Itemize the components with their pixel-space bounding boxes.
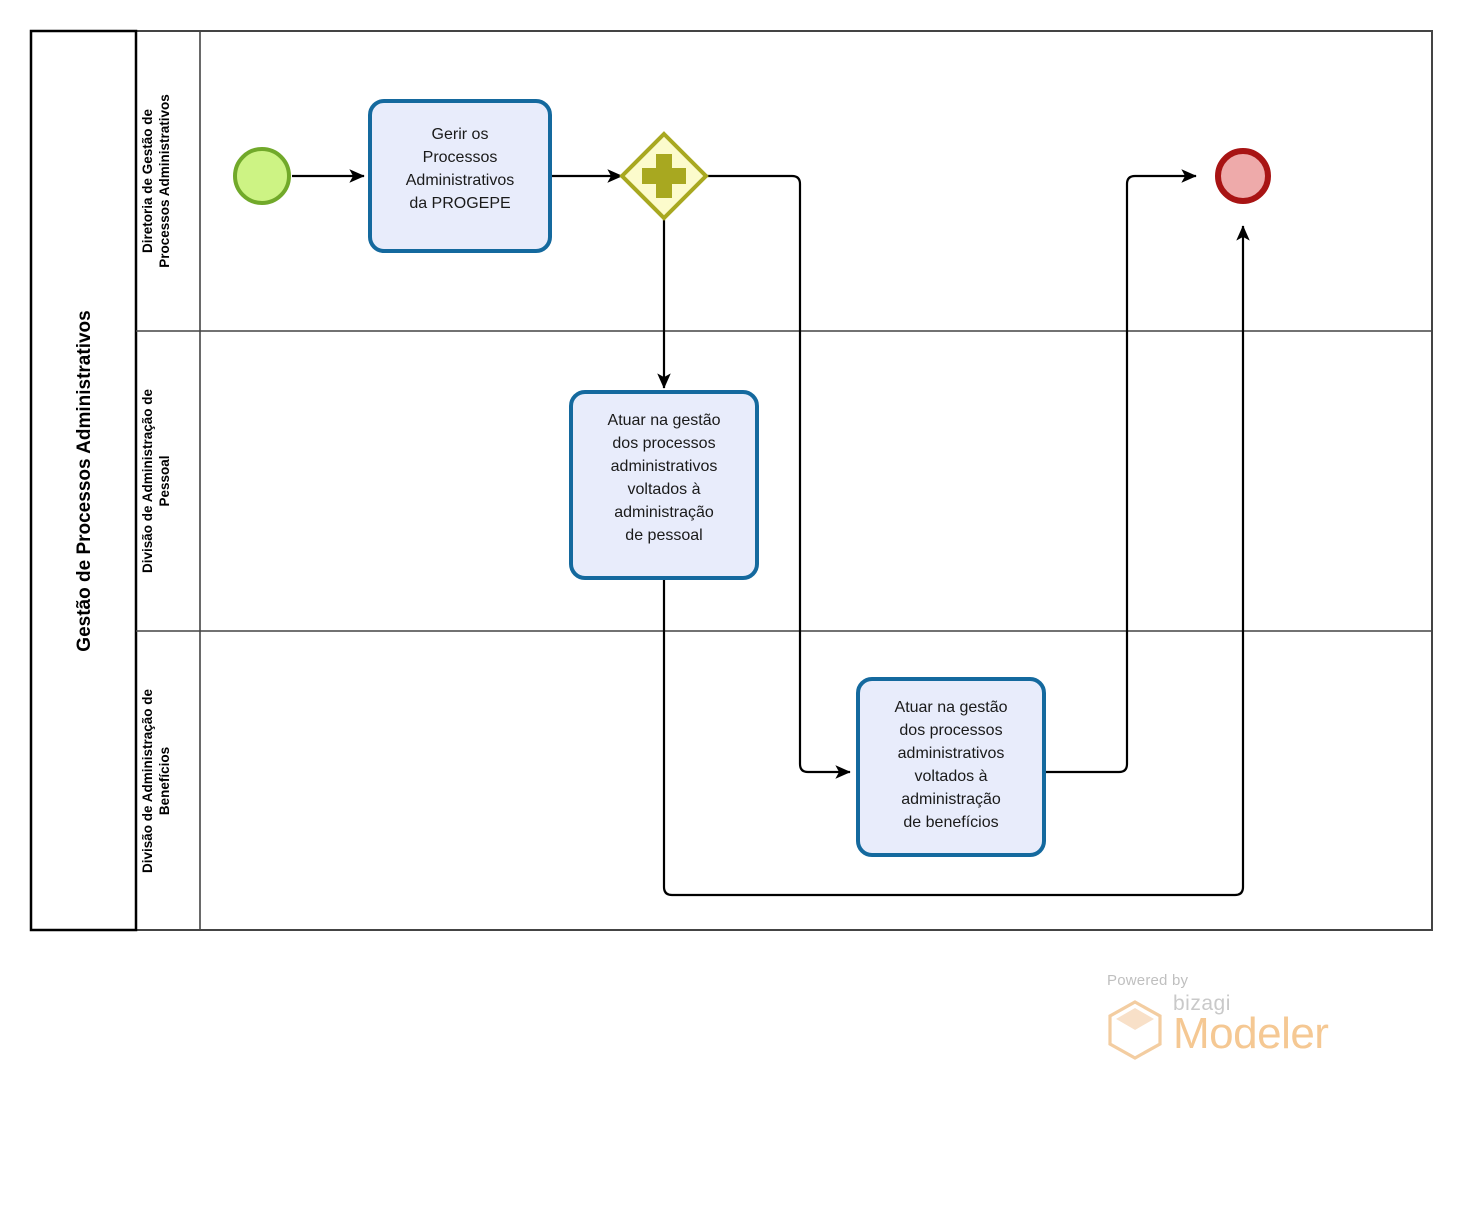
bizagi-modeler-logo: Powered by bizagi Modeler (1105, 972, 1375, 1068)
parallel-gateway[interactable] (619, 131, 709, 221)
sequence-flows (292, 169, 1250, 897)
start-event[interactable] (233, 147, 291, 205)
pool-title-band (29, 29, 138, 932)
start-event-circle[interactable] (233, 147, 291, 205)
task-pessoal-box[interactable] (569, 390, 759, 580)
bizagi-hexagon-icon (1105, 999, 1165, 1066)
end-event-circle[interactable] (1215, 148, 1271, 204)
end-event[interactable] (1215, 148, 1271, 204)
pool-title: Gestão de Processos Administrativos (74, 310, 95, 651)
flow-pessoal-to-end (662, 225, 1250, 897)
task-beneficios-box[interactable] (856, 677, 1046, 857)
task-gerir-box[interactable] (368, 99, 552, 253)
bizagi-wordmark: bizagi (1173, 992, 1231, 1015)
flow-beneficios-to-end (1042, 169, 1197, 774)
flow-gateway-to-beneficios (706, 174, 851, 779)
powered-by-label: Powered by (1107, 972, 1189, 989)
modeler-wordmark: Modeler (1173, 1009, 1329, 1058)
pool: Gestão de Processos Administrativos Dire… (29, 29, 1433, 932)
gateway-plus-horizontal (642, 168, 686, 184)
